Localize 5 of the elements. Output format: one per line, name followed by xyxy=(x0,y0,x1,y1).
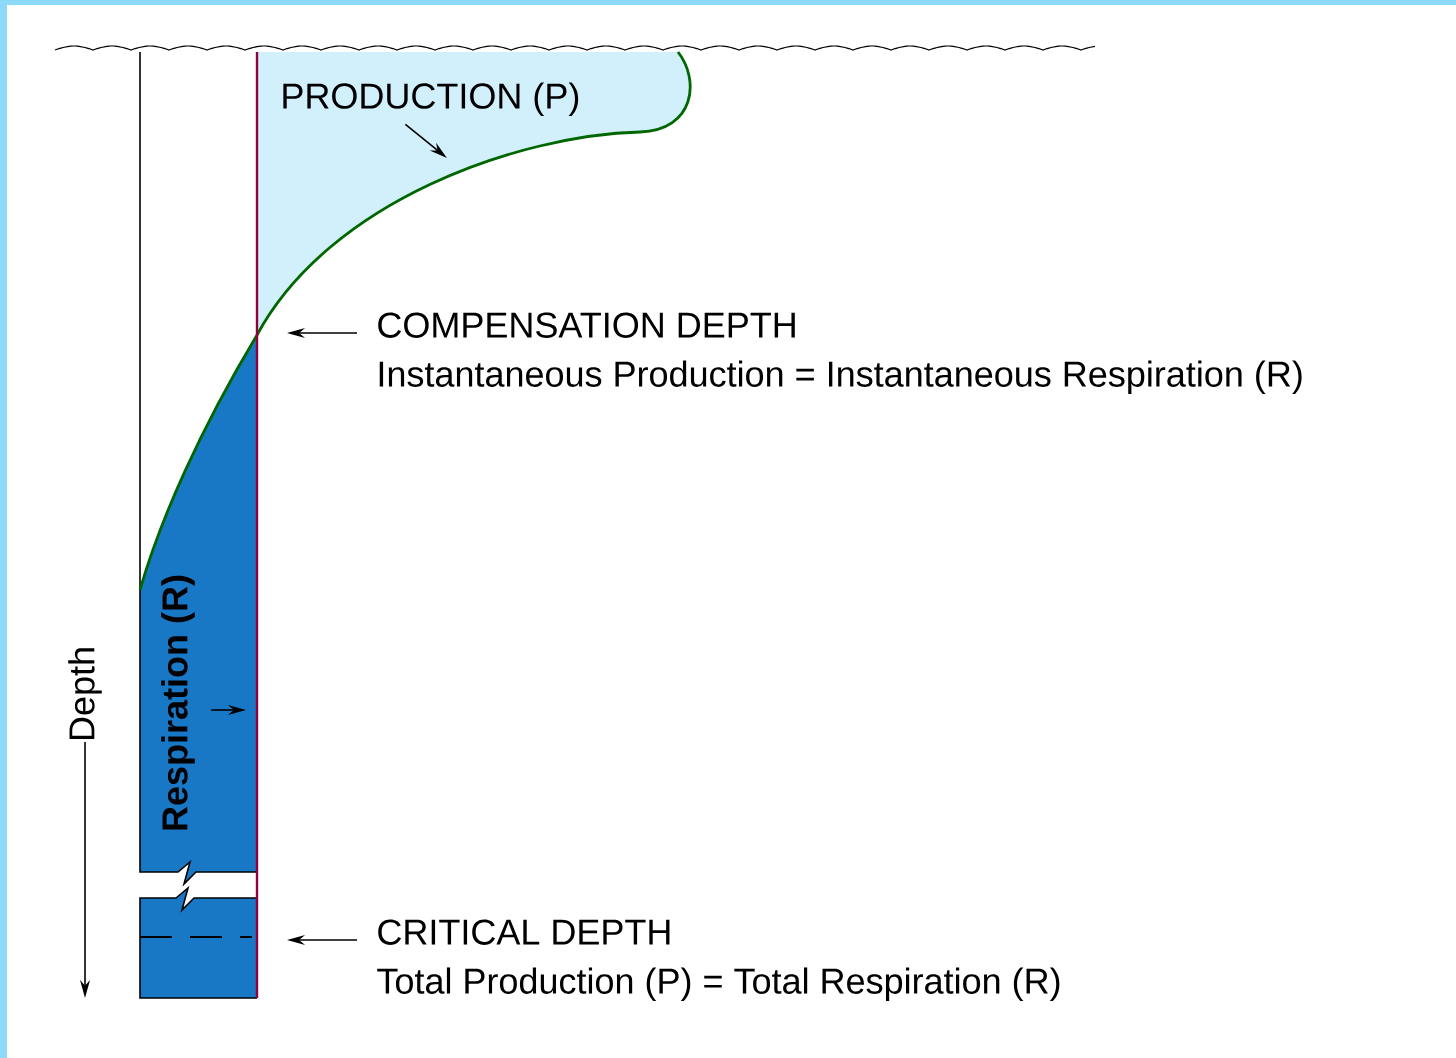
rotated-label: Respiration (R) xyxy=(161,575,195,830)
text-label: PRODUCTION (P) xyxy=(283,82,579,116)
text-label: COMPENSATION DEPTH Instantaneous Production = Instantaneous Respiration (R) xyxy=(378,312,1302,394)
axis-label: Depth xyxy=(68,648,102,740)
text-label: CRITICAL DEPTH Total Production (P) = Total Respiration (R) xyxy=(377,919,1060,1001)
